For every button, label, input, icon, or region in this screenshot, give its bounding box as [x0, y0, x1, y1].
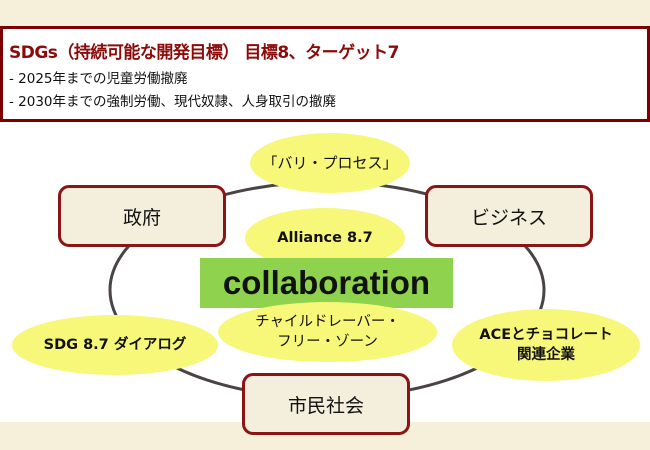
initiative-child-labour-free-zone: チャイルドレーバー・フリー・ゾーン — [218, 302, 437, 362]
header-title: SDGs（持続可能な開発目標） 目標8、ターゲット7 — [9, 43, 400, 63]
initiative-label: チャイルドレーバー・ — [255, 314, 400, 330]
header-line: - 2030年までの強制労働、現代奴隷、人身取引の撤廃 — [9, 94, 337, 110]
actor-civil-society: 市民社会 — [242, 373, 410, 435]
initiative-label: Alliance 8.7 — [277, 230, 373, 246]
center-collaboration: collaboration — [200, 258, 453, 308]
initiative-bali-process: 「バリ・プロセス」 — [250, 133, 410, 193]
initiative-label: 関連企業 — [517, 347, 575, 363]
initiative-label: 「バリ・プロセス」 — [262, 154, 398, 172]
initiative-sdg-dialogue: SDG 8.7 ダイアログ — [12, 315, 218, 375]
header-line: - 2025年までの児童労働撤廃 — [9, 71, 188, 87]
initiative-label: フリー・ゾーン — [277, 334, 378, 350]
actor-government: 政府 — [58, 185, 226, 247]
actor-business: ビジネス — [425, 185, 593, 247]
initiative-label: ACEとチョコレート — [479, 327, 613, 343]
initiative-label: SDG 8.7 ダイアログ — [43, 337, 187, 353]
initiative-ace-chocolate: ACEとチョコレート関連企業 — [452, 309, 640, 381]
top-band — [0, 0, 650, 26]
header-box: SDGs（持続可能な開発目標） 目標8、ターゲット7 - 2025年までの児童労… — [0, 26, 650, 122]
